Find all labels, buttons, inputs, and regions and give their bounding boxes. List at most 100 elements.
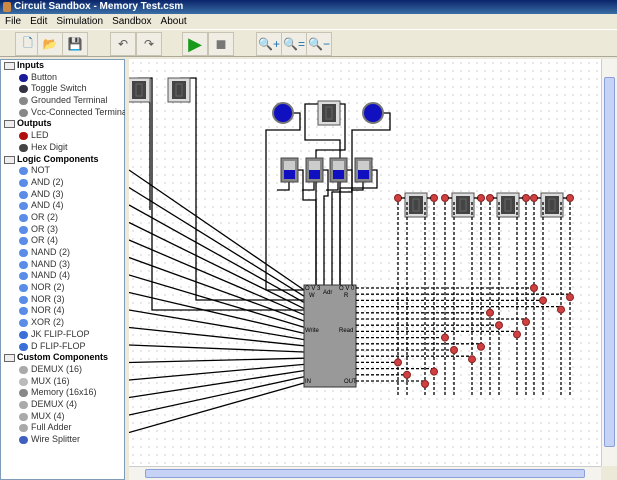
tree-item-and-2[interactable]: AND (2) [1, 177, 124, 189]
tree-item-mux-4[interactable]: MUX (4) [1, 411, 124, 423]
memory-16x16[interactable] [303, 284, 357, 388]
tree-item-or-4[interactable]: OR (4) [1, 235, 124, 247]
pin-node[interactable] [522, 194, 530, 202]
pin-node[interactable] [557, 305, 565, 314]
menu-file[interactable]: File [5, 16, 22, 27]
circuit-canvas[interactable]: O V 3 O V 0 W Adr R Write Read IN OUT [129, 59, 601, 466]
data-wire[interactable] [129, 186, 305, 297]
tree-category-inputs[interactable]: Inputs [1, 60, 124, 72]
tree-item-nand-3[interactable]: NAND (3) [1, 259, 124, 271]
pin-node[interactable] [421, 380, 429, 388]
tree-item-grounded-terminal[interactable]: Grounded Terminal [1, 95, 124, 107]
pin-node[interactable] [486, 308, 494, 317]
pin-node[interactable] [513, 330, 521, 339]
tree-item-mux-16[interactable]: MUX (16) [1, 376, 124, 388]
tree-item-vcc-connected-terminal[interactable]: Vcc-Connected Terminal [1, 107, 129, 119]
tree-item-nor-3[interactable]: NOR (3) [1, 294, 124, 306]
hex-digit-output-3[interactable] [496, 192, 520, 218]
pin-node[interactable] [430, 367, 438, 376]
open-button[interactable]: 📂 [37, 32, 63, 56]
pin-node[interactable] [430, 194, 438, 202]
run-button[interactable]: ▶ [182, 32, 208, 56]
zoom-reset-button[interactable]: 🔍= [281, 32, 307, 56]
pin-node[interactable] [566, 194, 574, 202]
pin-node[interactable] [486, 194, 494, 202]
hex-digit-left-1[interactable] [129, 77, 151, 103]
wire[interactable] [351, 182, 364, 191]
redo-button[interactable]: ↷ [136, 32, 162, 56]
tree-item-or-2[interactable]: OR (2) [1, 212, 124, 224]
pin-node[interactable] [441, 194, 449, 202]
wire[interactable] [323, 169, 329, 285]
hex-digit-output-2[interactable] [451, 192, 475, 218]
splitter[interactable] [125, 59, 129, 480]
circuit-diagram[interactable] [129, 59, 601, 466]
hex-digit-output-1[interactable] [404, 192, 428, 218]
data-wire[interactable] [129, 291, 305, 335]
data-wire[interactable] [129, 376, 305, 416]
pin-node[interactable] [495, 321, 503, 330]
wire[interactable] [304, 103, 341, 285]
pin-node[interactable] [394, 194, 402, 202]
tree-item-nor-4[interactable]: NOR (4) [1, 305, 124, 317]
wire[interactable] [331, 169, 353, 285]
tree-item-memory-16x16[interactable]: Memory (16x16) [1, 387, 124, 399]
menu-sandbox[interactable]: Sandbox [112, 16, 152, 27]
tree-item-or-3[interactable]: OR (3) [1, 224, 124, 236]
tree-item-nand-2[interactable]: NAND (2) [1, 247, 124, 259]
data-wire[interactable] [129, 239, 305, 316]
wire[interactable] [298, 169, 317, 285]
zoom-in-button[interactable]: 🔍+ [256, 32, 282, 56]
pin-node[interactable] [441, 333, 449, 342]
wire[interactable] [277, 182, 290, 191]
tree-item-button[interactable]: Button [1, 72, 124, 84]
vertical-scrollbar[interactable] [601, 59, 617, 466]
tree-item-not[interactable]: NOT [1, 165, 124, 177]
hex-digit-address[interactable] [317, 100, 341, 126]
push-button-2[interactable] [362, 102, 384, 124]
tree-item-and-4[interactable]: AND (4) [1, 200, 124, 212]
wire[interactable] [302, 182, 315, 191]
tree-item-nor-2[interactable]: NOR (2) [1, 282, 124, 294]
hex-digit-output-4[interactable] [540, 192, 564, 218]
data-wire[interactable] [129, 382, 305, 434]
tree-category-logic-components[interactable]: Logic Components [1, 154, 124, 166]
toggle-switch-1[interactable] [280, 157, 299, 183]
toggle-switch-2[interactable] [305, 157, 324, 183]
tree-item-led[interactable]: LED [1, 130, 124, 142]
wire[interactable] [351, 112, 391, 285]
pin-node[interactable] [450, 346, 458, 354]
tree-item-full-adder[interactable]: Full Adder [1, 422, 124, 434]
pin-node[interactable] [539, 296, 547, 305]
tree-item-demux-4[interactable]: DEMUX (4) [1, 399, 124, 411]
wire[interactable] [326, 182, 339, 191]
pin-node[interactable] [477, 342, 485, 351]
hex-digit-left-2[interactable] [167, 77, 191, 103]
save-button[interactable]: 💾 [62, 32, 88, 56]
data-wire[interactable] [129, 357, 305, 364]
undo-button[interactable]: ↶ [110, 32, 136, 56]
tree-item-toggle-switch[interactable]: Toggle Switch [1, 83, 124, 95]
stop-button[interactable]: ■ [208, 32, 234, 56]
tree-item-wire-splitter[interactable]: Wire Splitter [1, 434, 124, 446]
pin-node[interactable] [530, 284, 538, 292]
tree-category-custom-components[interactable]: Custom Components [1, 352, 124, 364]
tree-item-jk-flip-flop[interactable]: JK FLIP-FLOP [1, 329, 124, 341]
new-button[interactable]: 🗋 [15, 32, 41, 56]
menu-simulation[interactable]: Simulation [56, 16, 104, 27]
wire[interactable] [315, 103, 346, 285]
wire[interactable] [339, 169, 378, 285]
tree-item-hex-digit[interactable]: Hex Digit [1, 142, 124, 154]
data-wire[interactable] [129, 344, 305, 353]
pin-node[interactable] [522, 318, 530, 326]
data-wire[interactable] [129, 221, 305, 310]
tree-item-and-3[interactable]: AND (3) [1, 189, 124, 201]
horizontal-scrollbar[interactable] [129, 466, 601, 480]
tree-item-d-flip-flop[interactable]: D FLIP-FLOP [1, 341, 124, 353]
menu-about[interactable]: About [160, 16, 187, 27]
menu-edit[interactable]: Edit [30, 16, 48, 27]
toggle-switch-4[interactable] [354, 157, 373, 183]
data-wire[interactable] [129, 369, 305, 399]
data-wire[interactable] [129, 363, 305, 381]
data-wire[interactable] [129, 326, 305, 347]
